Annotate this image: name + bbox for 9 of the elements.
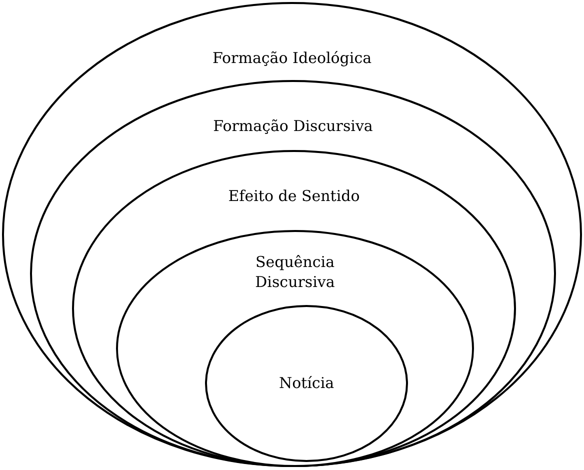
region-label: Notícia (278, 373, 334, 393)
region-label: Efeito de Sentido (228, 186, 360, 206)
ellipse-region (116, 230, 474, 467)
ellipse-region (72, 150, 516, 467)
region-label: Formação Ideológica (212, 48, 372, 68)
ellipse-region (205, 305, 408, 462)
region-label: Formação Discursiva (213, 116, 373, 136)
ellipse-region (30, 80, 556, 467)
region-label: Sequência Discursiva (254, 252, 336, 292)
